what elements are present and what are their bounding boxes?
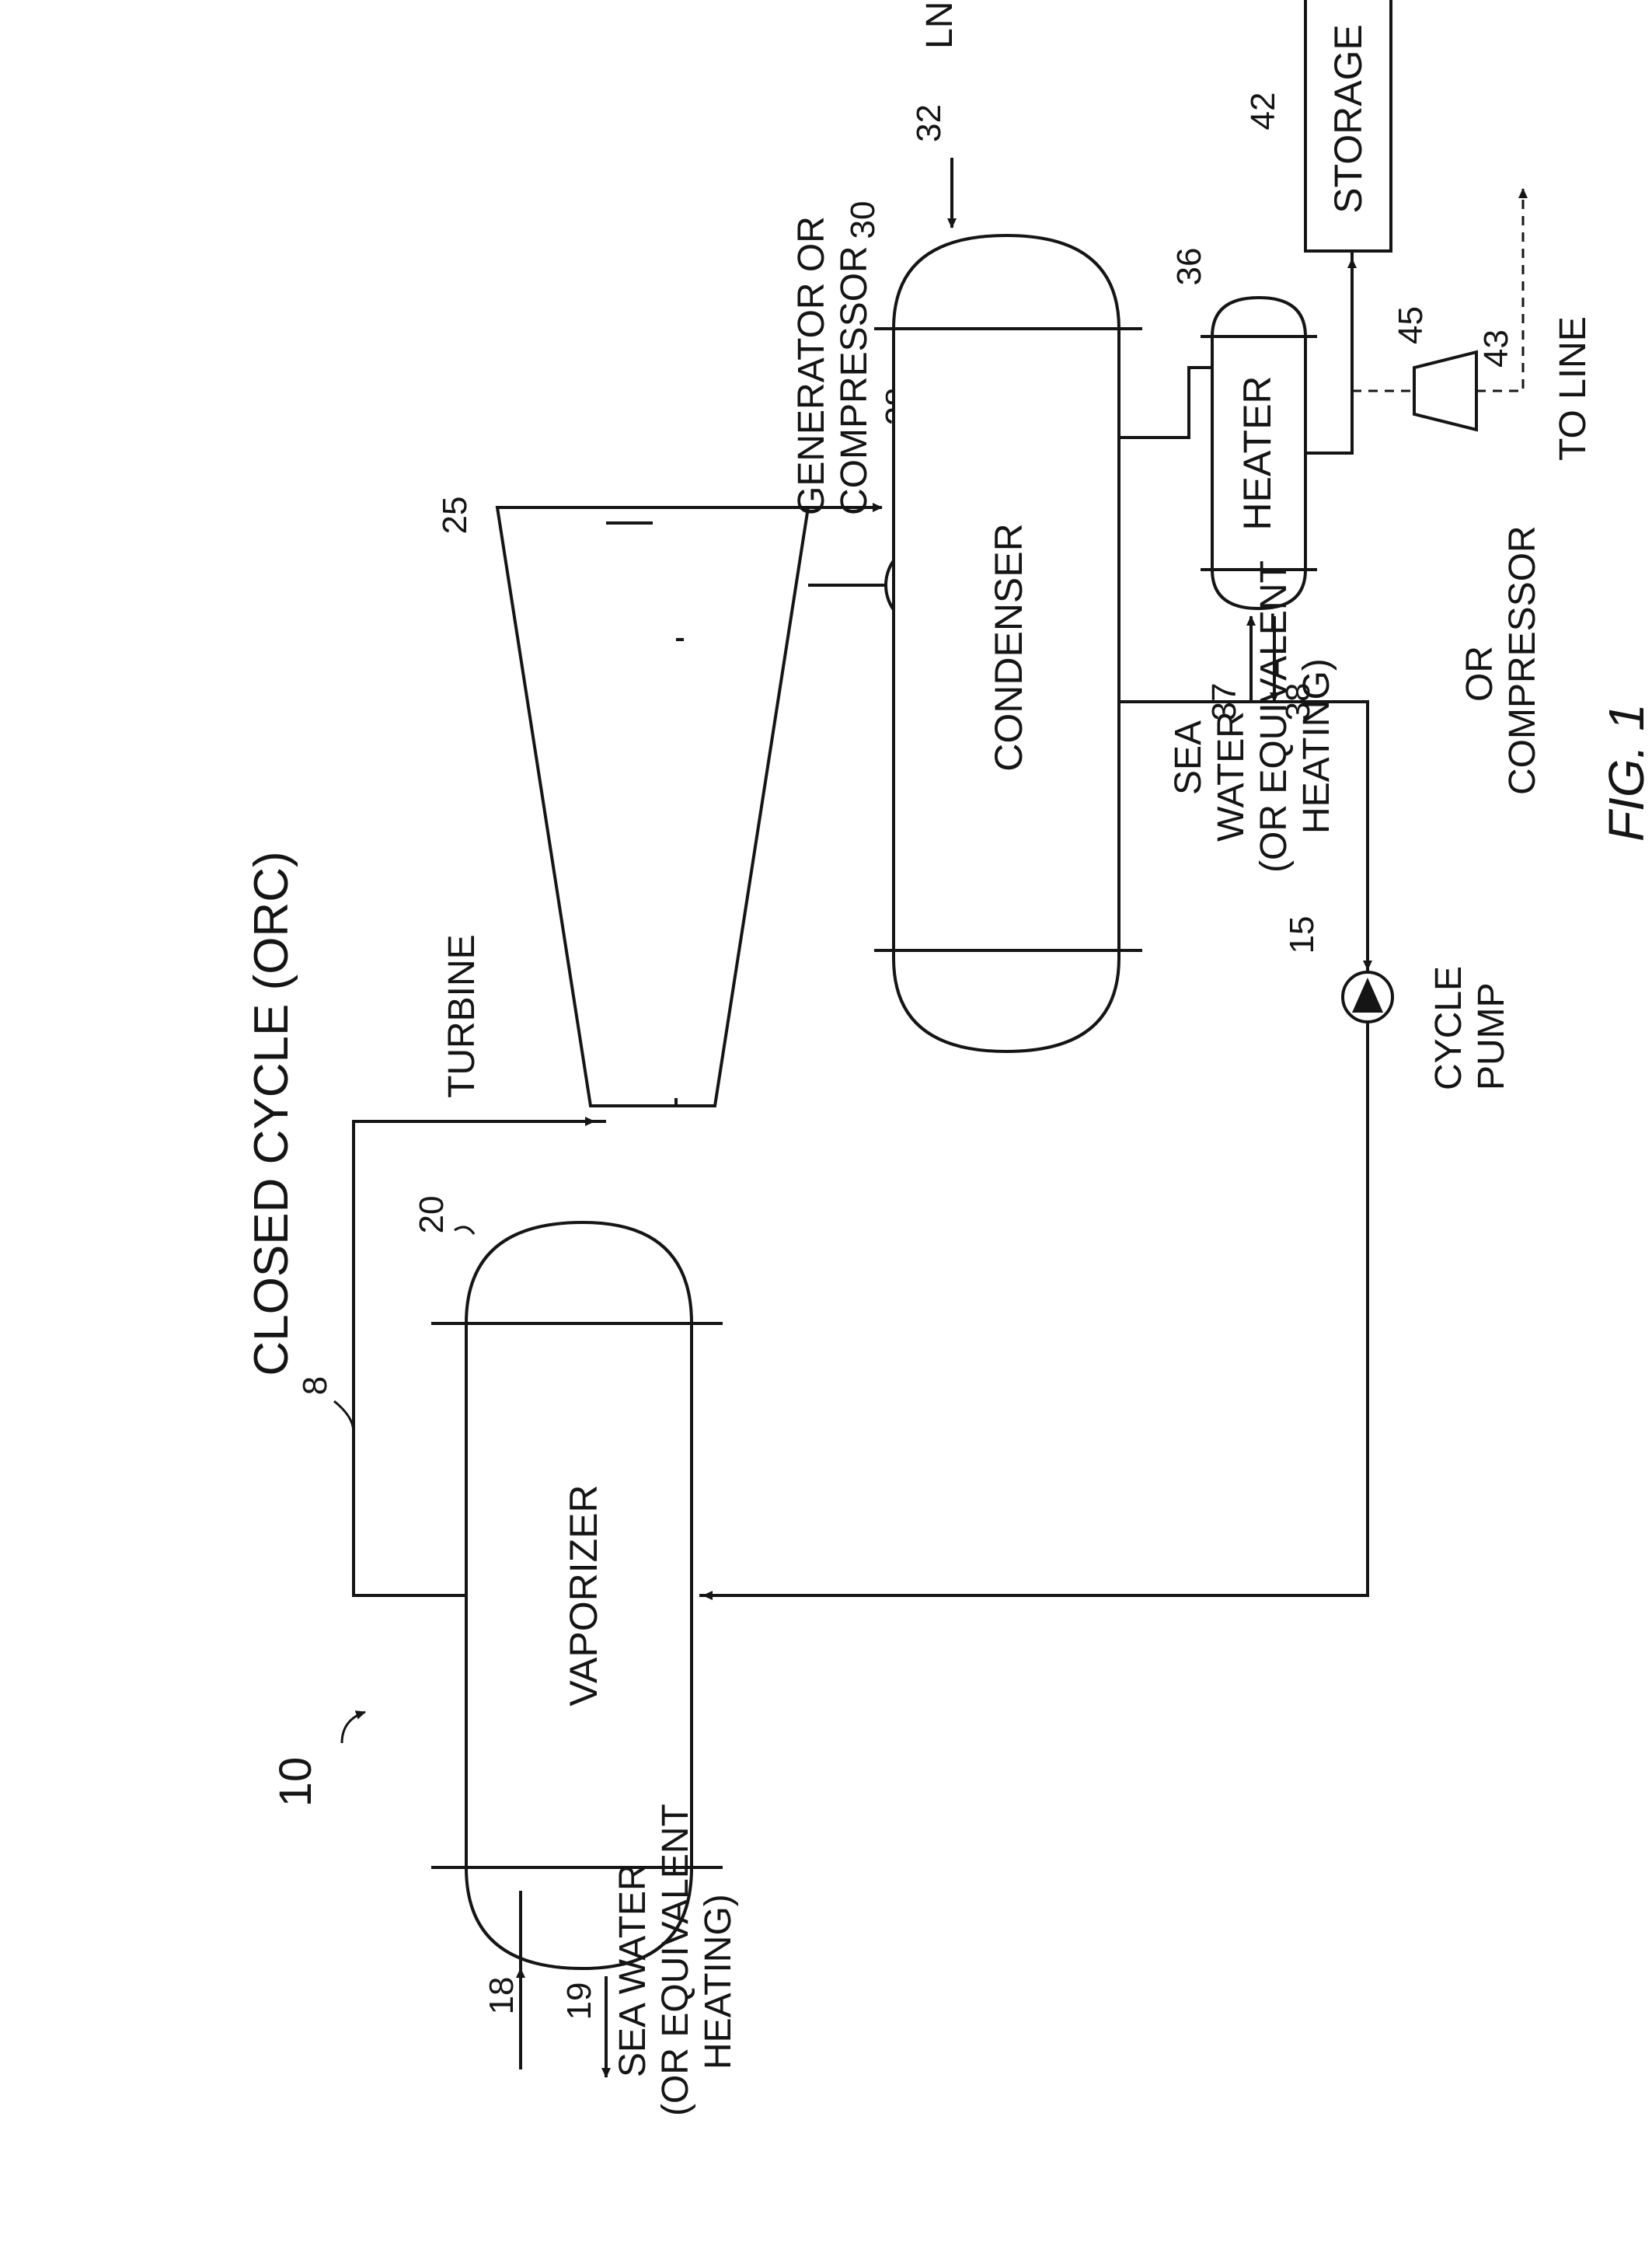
cycle-pump-caption-2: PUMP (1471, 982, 1512, 1090)
vaporizer-heat-line2: (OR EQUIVALENT (655, 1804, 696, 2116)
condenser: CONDENSER (874, 235, 1142, 1051)
figure-label: FIG. 1 (1598, 703, 1652, 842)
heater-heat-line1: SEA (1168, 720, 1209, 795)
storage-ref: 42 (1244, 92, 1282, 131)
heater-outlet-line (1305, 251, 1352, 453)
generator-caption-1: GENERATOR OR (791, 216, 832, 515)
compressor-ref: 45 (1392, 306, 1430, 344)
compressor-caption-1: OR (1459, 646, 1500, 702)
turbine (497, 507, 808, 1106)
line-8-ref: 8 (296, 1376, 334, 1395)
lng-label: LNG (LIQUID) (919, 0, 960, 49)
to-line-ref: 43 (1477, 330, 1515, 368)
cycle-pump-caption-1: CYCLE (1428, 966, 1469, 1090)
heater-ref: 36 (1170, 248, 1208, 286)
compressor-caption-2: COMPRESSOR (1502, 525, 1543, 795)
vaporizer-heat-line1: SEA WATER (612, 1864, 653, 2077)
diagram-title: CLOSED CYCLE (ORC) (245, 851, 298, 1376)
heater-heat-line4: HEATING) (1296, 658, 1337, 834)
turbine-label: TURBINE (441, 934, 483, 1098)
pump-return-line (699, 1020, 1368, 1595)
system-ref-label: 10 (270, 1757, 321, 1808)
sea-out-ref: 19 (560, 1982, 598, 2021)
heater-heat-line3: (OR EQUIVALENT (1253, 560, 1295, 873)
vaporizer-label: VAPORIZER (562, 1484, 605, 1706)
diagram-group: CLOSED CYCLE (ORC) 10 VAPORIZER 20 18 19… (245, 0, 1652, 2116)
vaporizer-ref: 20 (413, 1196, 451, 1234)
to-line-label: TO LINE (1553, 316, 1594, 461)
system-ref-leader (342, 1712, 365, 1743)
vaporizer-ref-leader (455, 1227, 474, 1234)
heater-label: HEATER (1236, 375, 1279, 530)
vaporizer-heat-line3: HEATING) (698, 1894, 739, 2069)
sea-in-ref: 18 (483, 1977, 521, 2015)
heater-heat-line2: WATER (1211, 711, 1252, 842)
generator-caption-2: COMPRESSOR (834, 246, 875, 515)
storage-label: STORAGE (1326, 24, 1370, 214)
turbine-ref: 25 (436, 497, 474, 535)
compressor (1414, 352, 1476, 430)
condenser-ref: 30 (844, 201, 882, 239)
condenser-label: CONDENSER (987, 523, 1030, 771)
cycle-pump-ref: 15 (1283, 916, 1321, 954)
lng-ref: 32 (910, 104, 948, 142)
